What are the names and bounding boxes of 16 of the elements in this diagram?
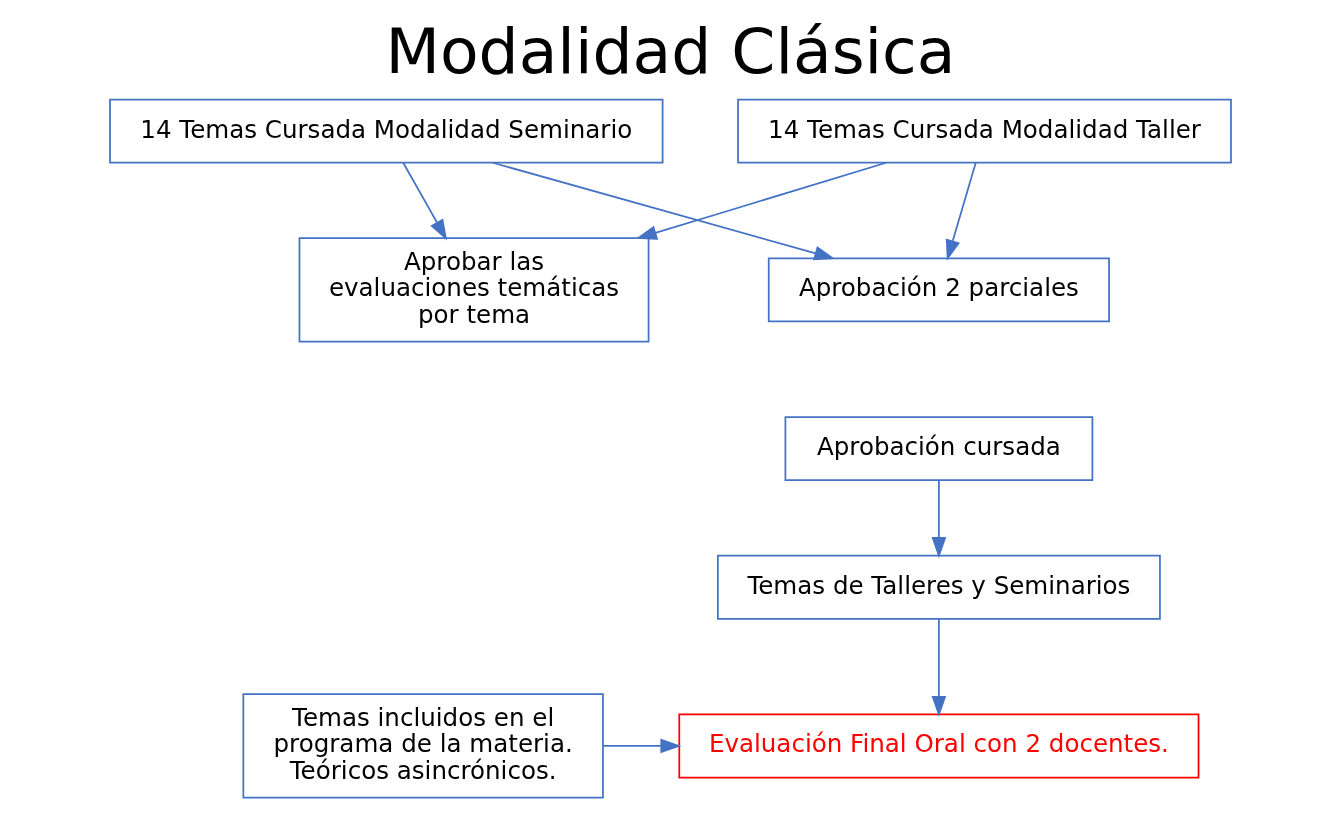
node-box: Temas incluidos en el programa de la materia. Teóricos asincrónicos. (241, 693, 604, 799)
node-box: Evaluación Final Oral con 2 docentes. (677, 713, 1199, 779)
arrow (931, 479, 946, 559)
node-box: 14 Temas Cursada Modalidad Taller (736, 98, 1232, 164)
arrow (491, 161, 835, 261)
arrow (635, 161, 887, 240)
arrow (945, 161, 977, 261)
arrow (931, 618, 946, 717)
node-box: Aprobación 2 parciales (767, 257, 1110, 323)
node-box: Temas de Talleres y Seminarios (716, 554, 1161, 620)
node-box: Aprobación cursada (784, 416, 1093, 482)
node-box: Aprobar las evaluaciones temáticas por tema (298, 237, 649, 343)
node-box: 14 Temas Cursada Modalidad Seminario (108, 98, 663, 164)
diagram-title: Modalidad Clásica (384, 13, 956, 88)
arrow (401, 161, 447, 241)
arrow (602, 738, 681, 754)
